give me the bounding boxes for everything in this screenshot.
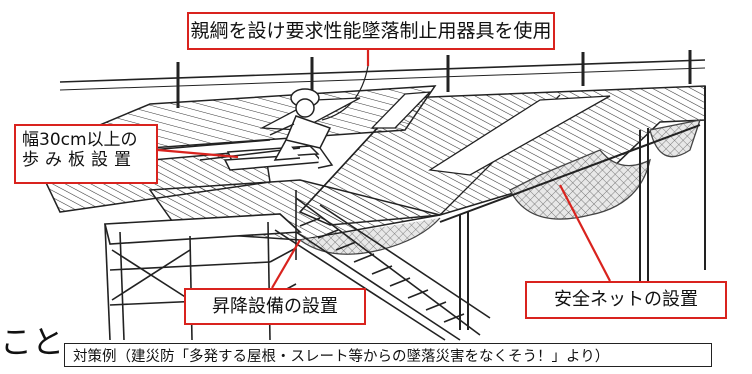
leader-lines [157,47,611,289]
steel-frame [439,86,706,330]
source-caption: 対策例（建災防「多発する屋根・スレート等からの墜落災害をなくそう！」より） [64,343,712,367]
callout-guide-rope: 親綱を設け要求性能墜落制止用器具を使用 [187,12,555,50]
worker-figure [269,88,334,169]
leader-stairs [271,239,301,289]
callout-walkway: 幅30cm以上の 歩み板設置 [14,124,158,184]
callout-walkway-line1: 幅30cm以上の [22,130,138,150]
callout-walkway-line2: 歩み板設置 [22,150,137,171]
leader-walkway [157,148,239,159]
callout-safety-net: 安全ネットの設置 [525,281,727,319]
guide-rope [59,50,706,121]
callout-stairs: 昇降設備の設置 [184,288,366,325]
leader-net [559,184,611,282]
